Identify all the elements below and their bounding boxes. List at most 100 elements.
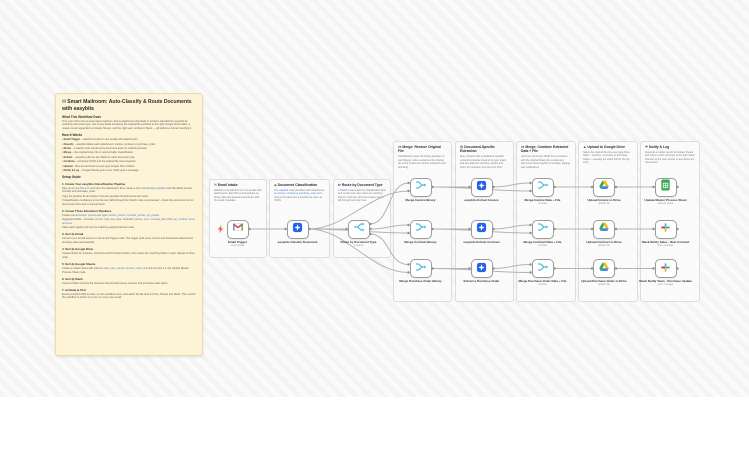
node-m1[interactable]: Merge Invoice Binary [391, 177, 451, 203]
node-port[interactable] [407, 223, 410, 227]
node-port[interactable] [431, 185, 434, 189]
node-port[interactable] [529, 189, 532, 193]
inline-link[interactable]: invoice, contract or purchase_order [277, 192, 317, 196]
node-m3[interactable]: Merge Purchase Order Binary [391, 259, 451, 284]
node-port[interactable] [284, 227, 287, 231]
node-port[interactable] [590, 267, 594, 270]
inline-link[interactable]: invoice_extract, contract_extract, po_ex… [108, 213, 160, 217]
node-port[interactable] [369, 227, 372, 231]
sticky-note-main[interactable]: ✉Smart Mailroom: Auto-Classify & Route D… [55, 93, 203, 356]
inline-link[interactable]: easybits [279, 188, 289, 192]
node-port[interactable] [614, 227, 618, 231]
node-port[interactable] [407, 181, 410, 185]
node-box[interactable] [654, 219, 677, 239]
node-box[interactable] [593, 177, 615, 197]
inline-link[interactable]: Extraction pipeline [75, 213, 97, 217]
inline-link[interactable]: parties, term, renewal_date [134, 218, 167, 222]
node-box[interactable] [347, 219, 370, 239]
node-port[interactable] [676, 267, 679, 270]
node-box[interactable] [226, 219, 249, 239]
node-box[interactable] [409, 219, 432, 239]
node-port[interactable] [308, 227, 311, 231]
node-box[interactable] [654, 259, 677, 278]
node-port[interactable] [529, 181, 532, 185]
node-box[interactable] [593, 219, 615, 239]
node-port[interactable] [468, 267, 471, 270]
node-port[interactable] [248, 227, 251, 231]
node-e1[interactable]: easybits Extract Invoice [452, 177, 512, 203]
node-port[interactable] [492, 185, 495, 189]
node-port[interactable] [529, 271, 532, 274]
node-port[interactable] [590, 227, 594, 231]
node-port[interactable] [492, 227, 495, 231]
sticky-title-text: Merge: Combine Extracted Data + File [521, 145, 569, 154]
node-box[interactable] [593, 259, 615, 278]
node-m2[interactable]: Merge Contract Binary [391, 219, 451, 245]
node-port[interactable] [652, 185, 655, 189]
connection [308, 228, 409, 273]
node-port[interactable] [553, 267, 556, 270]
node-port[interactable] [553, 227, 556, 231]
inline-link[interactable]: Classification pipeline [141, 186, 167, 190]
node-box[interactable] [531, 259, 554, 278]
node-box[interactable] [531, 177, 554, 197]
node-port[interactable] [468, 185, 471, 189]
node-port[interactable] [431, 267, 434, 270]
node-port[interactable] [369, 222, 372, 226]
node-box[interactable] [470, 219, 493, 239]
node-port[interactable] [492, 267, 495, 270]
node-port[interactable] [590, 185, 594, 189]
inline-link[interactable]: po_number, items, amounts [62, 218, 196, 225]
sticky-text-line: • Notify & Log – Google Sheets gets a ro… [62, 169, 139, 173]
inline-link[interactable]: Switch [340, 188, 348, 192]
node-port[interactable] [652, 267, 655, 270]
node-caption: upload: file [598, 243, 610, 247]
node-port[interactable] [614, 185, 618, 189]
inline-link[interactable]: vendor, total, due_date [94, 218, 122, 222]
node-port[interactable] [553, 185, 556, 189]
node-port[interactable] [407, 231, 410, 235]
node-port[interactable] [614, 267, 618, 270]
node-box[interactable] [531, 219, 554, 239]
node-port[interactable] [529, 223, 532, 227]
node-port[interactable] [407, 189, 410, 193]
workflow-canvas[interactable]: ✉Smart Mailroom: Auto-Classify & Route D… [0, 0, 749, 397]
node-port[interactable] [407, 271, 410, 274]
node-port[interactable] [407, 263, 410, 266]
node-e2[interactable]: easybits Extract Contract [452, 219, 512, 245]
node-port[interactable] [345, 227, 348, 231]
node-box[interactable] [470, 259, 493, 278]
node-label: easybits Extract Contract [463, 239, 500, 244]
node-port[interactable] [676, 185, 679, 189]
node-port[interactable] [529, 263, 532, 266]
inline-link[interactable]: easybits.tech [74, 186, 90, 190]
node-port[interactable] [431, 227, 434, 231]
node-port[interactable] [676, 227, 679, 231]
node-box[interactable] [286, 219, 309, 239]
node-e3[interactable]: Extract a Purchase Order [452, 259, 512, 284]
node-box[interactable] [654, 177, 677, 197]
node-port[interactable] [369, 232, 372, 236]
node-classify[interactable]: easybits Classify Document [268, 219, 328, 245]
node-port[interactable] [652, 227, 655, 231]
node-port[interactable] [468, 227, 471, 231]
node-box[interactable] [470, 177, 493, 197]
inline-link[interactable]: date, type, vendor, amount, drive_link [104, 266, 148, 270]
node-box[interactable] [409, 177, 432, 197]
node-port[interactable] [529, 231, 532, 235]
node-box[interactable] [409, 259, 432, 278]
